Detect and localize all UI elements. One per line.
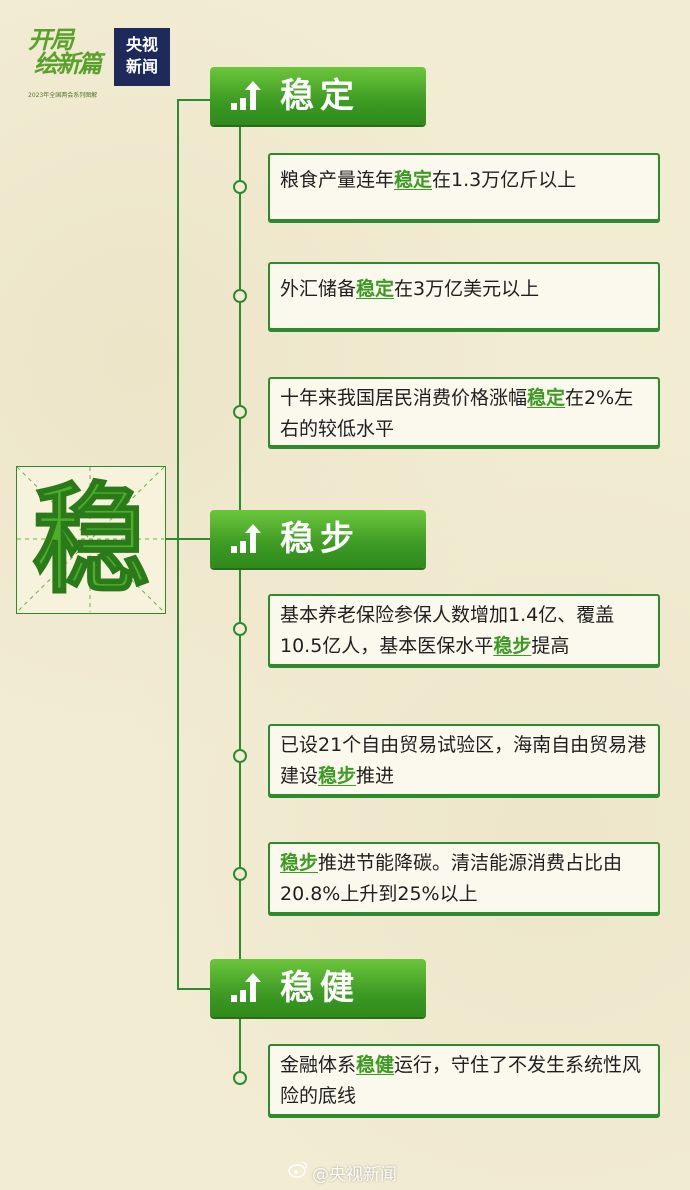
item-text-post: 推进 bbox=[356, 765, 395, 787]
badge-line-2: 新闻 bbox=[125, 57, 158, 76]
logo-line-1: 开局 bbox=[28, 26, 74, 54]
item-text-post: 在1.3万亿斤以上 bbox=[432, 169, 577, 191]
bar-chart-up-icon bbox=[231, 81, 261, 110]
outer-connector-vertical bbox=[177, 99, 179, 990]
item-card: 基本养老保险参保人数增加1.4亿、覆盖10.5亿人，基本医保水平稳步提高 bbox=[268, 594, 660, 666]
item-dot bbox=[233, 749, 247, 763]
section-title: 稳步 bbox=[280, 519, 360, 559]
item-text-pre: 已设21个自由贸易试验区，海南自由贸易港建设 bbox=[280, 734, 647, 787]
section-title: 稳健 bbox=[280, 968, 360, 1008]
section-header-sound: 稳健 bbox=[210, 959, 426, 1017]
item-highlight: 稳定 bbox=[527, 387, 566, 409]
badge-line-1: 央视 bbox=[125, 35, 158, 54]
item-text-pre: 金融体系 bbox=[280, 1054, 357, 1076]
item-dot bbox=[233, 867, 247, 881]
weibo-icon bbox=[288, 1161, 307, 1178]
item-card: 十年来我国居民消费价格涨幅稳定在2%左右的较低水平 bbox=[268, 377, 660, 447]
section-header-stable: 稳定 bbox=[210, 67, 426, 125]
campaign-logo: 开局 绘新篇 2023年全国两会系列图解 bbox=[28, 28, 110, 106]
item-dot bbox=[233, 1071, 247, 1085]
section-header-steady: 稳步 bbox=[210, 510, 426, 568]
item-highlight: 稳定 bbox=[394, 169, 433, 191]
item-highlight: 稳定 bbox=[356, 278, 395, 300]
logo-line-2: 绘新篇 bbox=[34, 50, 102, 78]
bar-chart-up-icon bbox=[231, 524, 261, 553]
item-highlight: 稳健 bbox=[356, 1054, 395, 1076]
item-card: 稳步推进节能降碳。清洁能源消费占比由20.8%上升到25%以上 bbox=[268, 842, 660, 914]
item-highlight: 稳步 bbox=[280, 852, 319, 874]
item-card: 粮食产量连年稳定在1.3万亿斤以上 bbox=[268, 153, 660, 221]
item-dot bbox=[233, 180, 247, 194]
item-highlight: 稳步 bbox=[318, 765, 357, 787]
big-character-box: 稳 bbox=[16, 466, 166, 614]
item-card: 外汇储备稳定在3万亿美元以上 bbox=[268, 262, 660, 330]
connector-bottom bbox=[177, 988, 211, 990]
item-text-pre: 十年来我国居民消费价格涨幅 bbox=[280, 387, 528, 409]
item-text-post: 推进节能降碳。清洁能源消费占比由20.8%上升到25%以上 bbox=[280, 852, 623, 905]
big-character: 稳 bbox=[31, 470, 151, 610]
item-text-post: 在3万亿美元以上 bbox=[394, 278, 540, 300]
item-highlight: 稳步 bbox=[493, 635, 532, 657]
grid-guides bbox=[17, 467, 164, 612]
bar-chart-up-icon bbox=[231, 973, 261, 1002]
item-dot bbox=[233, 405, 247, 419]
connector-top bbox=[177, 99, 211, 101]
item-text-pre: 基本养老保险参保人数增加1.4亿、覆盖10.5亿人，基本医保水平 bbox=[280, 604, 615, 657]
connector-mid bbox=[166, 538, 211, 540]
logo-subtitle: 2023年全国两会系列图解 bbox=[28, 92, 98, 99]
item-card: 金融体系稳健运行，守住了不发生系统性风险的底线 bbox=[268, 1044, 660, 1116]
item-dot bbox=[233, 622, 247, 636]
watermark: @央视新闻 bbox=[312, 1165, 397, 1185]
section-title: 稳定 bbox=[280, 76, 360, 116]
item-text-post: 提高 bbox=[531, 635, 570, 657]
item-text-pre: 外汇储备 bbox=[280, 278, 357, 300]
inner-connector-vertical bbox=[239, 126, 241, 1081]
item-dot bbox=[233, 289, 247, 303]
item-card: 已设21个自由贸易试验区，海南自由贸易港建设稳步推进 bbox=[268, 724, 660, 796]
item-text-pre: 粮食产量连年 bbox=[280, 169, 395, 191]
item-text-post: 运行，守住了不发生系统性风险的底线 bbox=[280, 1054, 642, 1107]
cctv-news-badge: 央视 新闻 bbox=[114, 28, 170, 86]
item-text-post: 在2%左右的较低水平 bbox=[280, 387, 634, 440]
